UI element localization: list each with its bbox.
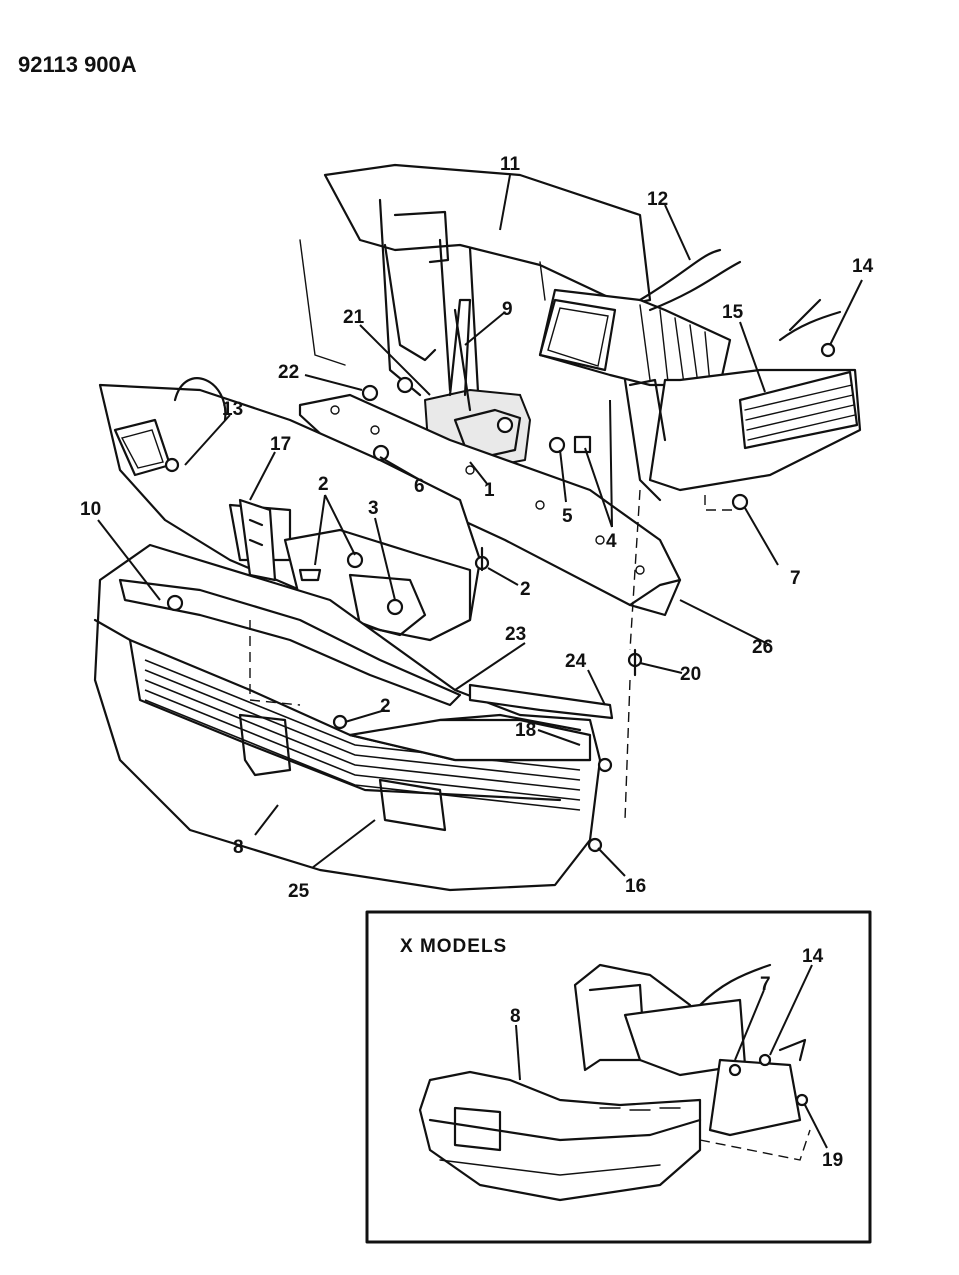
callout-20: 20	[680, 664, 701, 685]
part-number: 92113 900A	[18, 52, 137, 77]
callout-13: 13	[222, 399, 243, 420]
fender-panel	[623, 298, 862, 502]
callout-2-middle: 2	[520, 579, 531, 600]
inset-title: X MODELS	[400, 936, 507, 957]
callout-15: 15	[722, 302, 744, 323]
callout-25: 25	[288, 881, 310, 902]
callout-11: 11	[500, 154, 521, 175]
callout-3: 3	[368, 498, 379, 519]
callout-21: 21	[343, 307, 365, 328]
inset-callout-7: 7	[760, 974, 771, 995]
callout-8: 8	[233, 837, 244, 858]
callout-4: 4	[606, 531, 617, 552]
upper-fascia	[98, 377, 482, 642]
leader-lines	[97, 174, 863, 877]
callout-2-upper: 2	[318, 474, 329, 495]
callout-23: 23	[505, 624, 526, 645]
fasteners	[164, 342, 836, 853]
side-bracket	[238, 498, 277, 582]
callout-5: 5	[562, 506, 573, 527]
inset-callout-14: 14	[802, 946, 824, 967]
inset-x-models: X MODELS 8 7 14 19	[365, 910, 872, 1244]
callout-18: 18	[515, 720, 536, 741]
callout-22: 22	[278, 362, 299, 383]
callout-16: 16	[625, 876, 646, 897]
callout-26: 26	[752, 637, 773, 658]
inset-callout-8: 8	[510, 1006, 521, 1027]
callout-12: 12	[647, 189, 668, 210]
callout-24: 24	[565, 651, 587, 672]
callout-6: 6	[414, 476, 425, 497]
callout-10: 10	[80, 499, 101, 520]
callout-7: 7	[790, 568, 801, 589]
callout-1: 1	[484, 480, 495, 501]
callout-labels: 11 12 14 15 9 21 22 13 17 10 2 3 1 6 5 4…	[80, 154, 874, 902]
callout-17: 17	[270, 434, 291, 455]
inset-callout-19: 19	[822, 1150, 843, 1171]
callout-2-lower: 2	[380, 696, 391, 717]
callout-9: 9	[502, 299, 513, 320]
callout-14: 14	[852, 256, 874, 277]
